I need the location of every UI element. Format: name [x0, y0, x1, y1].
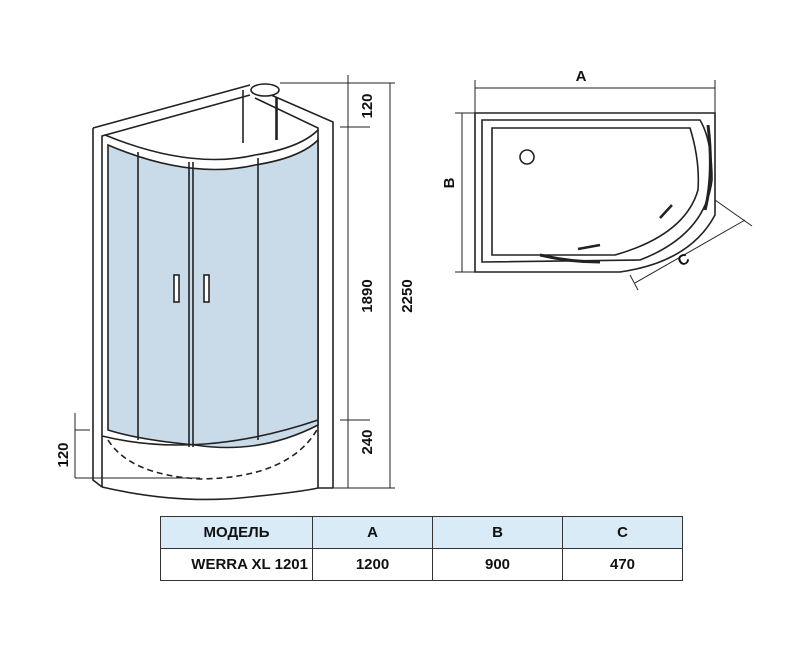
cell-model: WERRA XL 1201 [160, 548, 313, 581]
shower-tray [101, 419, 319, 501]
cell-b: 900 [432, 548, 563, 581]
shower-head-icon [250, 83, 280, 97]
door-handle-right [203, 274, 210, 303]
front-view [74, 75, 395, 501]
label-b: B [441, 177, 458, 188]
dim-tray-120: 120 [55, 442, 72, 467]
dim-total-2250: 2250 [399, 279, 416, 312]
top-view [455, 80, 753, 291]
label-c: C [675, 250, 693, 270]
label-a: A [576, 68, 587, 85]
dim-base-240: 240 [359, 429, 376, 454]
header-model: МОДЕЛЬ [160, 516, 313, 549]
cell-c: 470 [562, 548, 683, 581]
table-row: WERRA XL 1201 1200 900 470 [160, 548, 683, 581]
tray-outline [474, 112, 716, 273]
drain-icon [519, 149, 535, 165]
cabin-frame [92, 84, 251, 488]
header-a: A [312, 516, 433, 549]
dim-top-120: 120 [359, 93, 376, 118]
table-header-row: МОДЕЛЬ A B C [160, 516, 683, 549]
header-c: C [562, 516, 683, 549]
spec-table: МОДЕЛЬ A B C WERRA XL 1201 1200 900 470 [160, 516, 683, 581]
header-b: B [432, 516, 563, 549]
dim-glass-1890: 1890 [359, 279, 376, 312]
cell-a: 1200 [312, 548, 433, 581]
glass-panels [107, 138, 319, 449]
door-handle-left [173, 274, 180, 303]
